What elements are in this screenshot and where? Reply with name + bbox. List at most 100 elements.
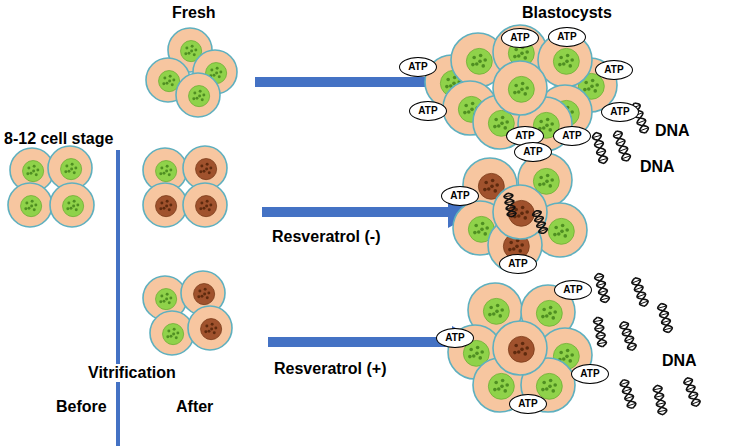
chromatin-dot: [565, 355, 569, 359]
dna-strand: [533, 211, 548, 234]
healthy-nucleus: [483, 298, 509, 324]
chromatin-dot: [163, 172, 166, 175]
chromatin-dot: [172, 333, 175, 336]
cell-body: [150, 311, 194, 355]
chromatin-dot: [541, 388, 545, 392]
chromatin-dot: [206, 296, 209, 299]
dna-helix: [504, 193, 516, 217]
chromatin-dot: [169, 169, 172, 172]
chromatin-dot: [166, 200, 169, 203]
dna-rung: [692, 401, 700, 404]
chromatin-dot: [198, 95, 201, 98]
dna-rung: [616, 141, 624, 144]
atp-text: ATP: [563, 285, 582, 295]
chromatin-dot: [523, 56, 527, 60]
atp-text: ATP: [418, 106, 437, 116]
chromatin-dot: [472, 354, 476, 358]
chromatin-dot: [538, 183, 542, 187]
chromatin-dot: [501, 116, 505, 120]
chromatin-dot: [517, 90, 521, 94]
dna-rung: [535, 218, 543, 221]
chromatin-dot: [494, 381, 498, 385]
atp-ellipse: ATP: [399, 57, 437, 77]
chromatin-dot: [566, 349, 570, 353]
chromatin-dot: [554, 226, 558, 230]
chromatin-dot: [480, 350, 484, 354]
dna-strand: [594, 317, 607, 347]
dna-rung: [533, 212, 541, 215]
chromatin-dot: [497, 387, 501, 391]
chromatin-dot: [193, 53, 196, 56]
chromatin-dot: [185, 46, 188, 49]
dna-strand: [658, 304, 673, 333]
dna-strand: [686, 378, 697, 406]
chromatin-dot: [33, 165, 36, 168]
dna-strand: [504, 193, 516, 217]
dna-strand: [622, 322, 633, 350]
chromatin-dot: [219, 71, 222, 74]
chromatin-dot: [497, 124, 501, 128]
chromatin-dot: [472, 56, 476, 60]
chromatin-dot: [70, 207, 73, 210]
chromatin-dot: [500, 385, 504, 389]
dna-helix: [595, 274, 610, 303]
chromatin-dot: [514, 344, 518, 348]
dna-rung: [655, 395, 664, 397]
chromatin-dot: [474, 224, 478, 228]
fresh-embryo: [146, 28, 237, 117]
chromatin-dot: [475, 62, 479, 66]
chromatin-dot: [559, 351, 563, 355]
chromatin-dot: [160, 201, 163, 204]
chromatin-dot: [199, 207, 202, 210]
cell-body: [493, 185, 547, 239]
damaged-nucleus: [196, 159, 217, 180]
chromatin-dot: [30, 205, 33, 208]
atp-ellipse: ATP: [514, 142, 552, 162]
chromatin-dot: [471, 102, 475, 106]
chromatin-dot: [503, 126, 507, 130]
atp-ellipse: ATP: [436, 328, 474, 348]
dna-rung: [622, 331, 630, 334]
dna-rung: [595, 328, 604, 330]
chromatin-dot: [490, 185, 494, 189]
chromatin-dot: [166, 293, 169, 296]
chromatin-dot: [184, 52, 187, 55]
chromatin-dot: [70, 168, 73, 171]
dna-rung: [658, 306, 667, 308]
chromatin-dot: [553, 310, 557, 314]
dna-rung: [625, 396, 634, 399]
atp-text: ATP: [408, 62, 427, 72]
atp-text: ATP: [450, 191, 469, 201]
atp-ellipse: ATP: [601, 102, 639, 122]
chromatin-dot: [491, 179, 495, 183]
cell: [493, 321, 547, 375]
dna-strand: [595, 274, 610, 303]
dna-rung: [628, 345, 636, 348]
chromatin-dot: [215, 72, 218, 75]
chromatin-dot: [170, 335, 173, 338]
chromatin-dot: [160, 294, 163, 297]
chromatin-dot: [559, 56, 563, 60]
atp-ellipse: ATP: [571, 364, 609, 384]
chromatin-dot: [513, 351, 517, 355]
dna-rung: [599, 290, 608, 292]
cell: [188, 306, 232, 350]
dna-rung: [595, 276, 604, 278]
chromatin-dot: [209, 167, 212, 170]
dna-rung: [507, 213, 516, 215]
atp-ellipse: ATP: [554, 280, 592, 300]
dna-rung: [637, 120, 645, 123]
chromatin-dot: [33, 208, 36, 211]
chromatin-dot: [32, 170, 35, 173]
chromatin-dot: [207, 292, 210, 295]
chromatin-dot: [173, 328, 176, 331]
chromatin-dot: [190, 50, 193, 53]
dna-rung: [620, 382, 629, 385]
chromatin-dot: [469, 348, 473, 352]
chromatin-dot: [445, 85, 449, 89]
chromatin-dot: [201, 98, 204, 101]
chromatin-dot: [520, 88, 524, 92]
chromatin-dot: [30, 172, 33, 175]
chromatin-dot: [520, 348, 524, 352]
chromatin-dot: [558, 63, 562, 67]
